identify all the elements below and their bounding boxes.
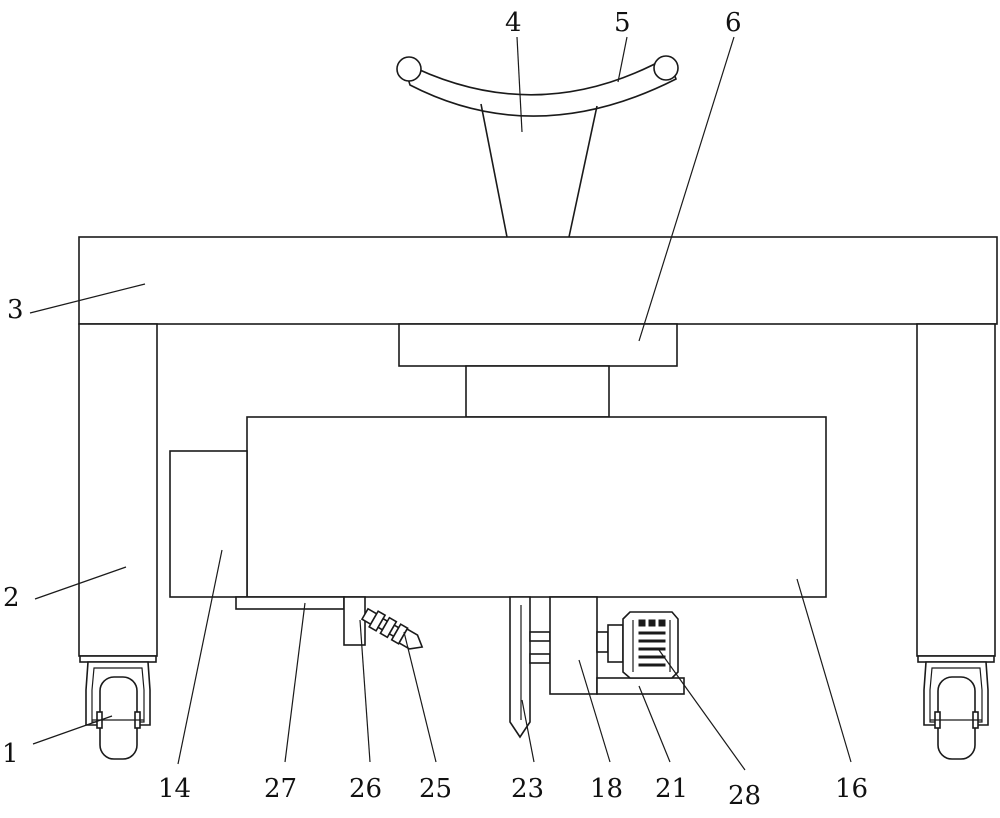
side-box — [169, 450, 248, 598]
label-16: 16 — [835, 774, 868, 804]
label-25: 25 — [419, 774, 452, 804]
label-5: 5 — [614, 8, 631, 38]
pipe — [235, 596, 345, 610]
label-23: 23 — [511, 774, 544, 804]
top-platform — [78, 236, 998, 325]
label-14: 14 — [158, 774, 191, 804]
spray-nozzle — [360, 607, 424, 650]
label-26: 26 — [349, 774, 382, 804]
motor — [596, 611, 679, 679]
label-2: 2 — [3, 583, 20, 613]
lift-column — [465, 365, 610, 418]
handle-bar — [396, 55, 679, 117]
label-6: 6 — [725, 8, 742, 38]
left-caster — [85, 661, 151, 760]
callout-labels: 1 2 3 4 5 6 14 16 18 21 23 25 26 27 28 — [2, 8, 868, 811]
motor-base — [596, 677, 685, 695]
label-18: 18 — [590, 774, 623, 804]
lift-mount — [398, 323, 678, 367]
label-4: 4 — [505, 8, 522, 38]
scraper-blade — [509, 596, 551, 739]
leader-lines — [29, 36, 852, 771]
label-28: 28 — [728, 781, 761, 811]
left-leg — [78, 323, 158, 663]
label-21: 21 — [655, 774, 688, 804]
handle-neck — [480, 103, 598, 238]
main-body — [246, 416, 827, 598]
label-3: 3 — [7, 295, 24, 325]
bracket — [549, 596, 598, 695]
right-caster — [923, 661, 989, 760]
label-27: 27 — [264, 774, 297, 804]
right-leg — [916, 323, 996, 663]
label-1: 1 — [2, 739, 19, 769]
